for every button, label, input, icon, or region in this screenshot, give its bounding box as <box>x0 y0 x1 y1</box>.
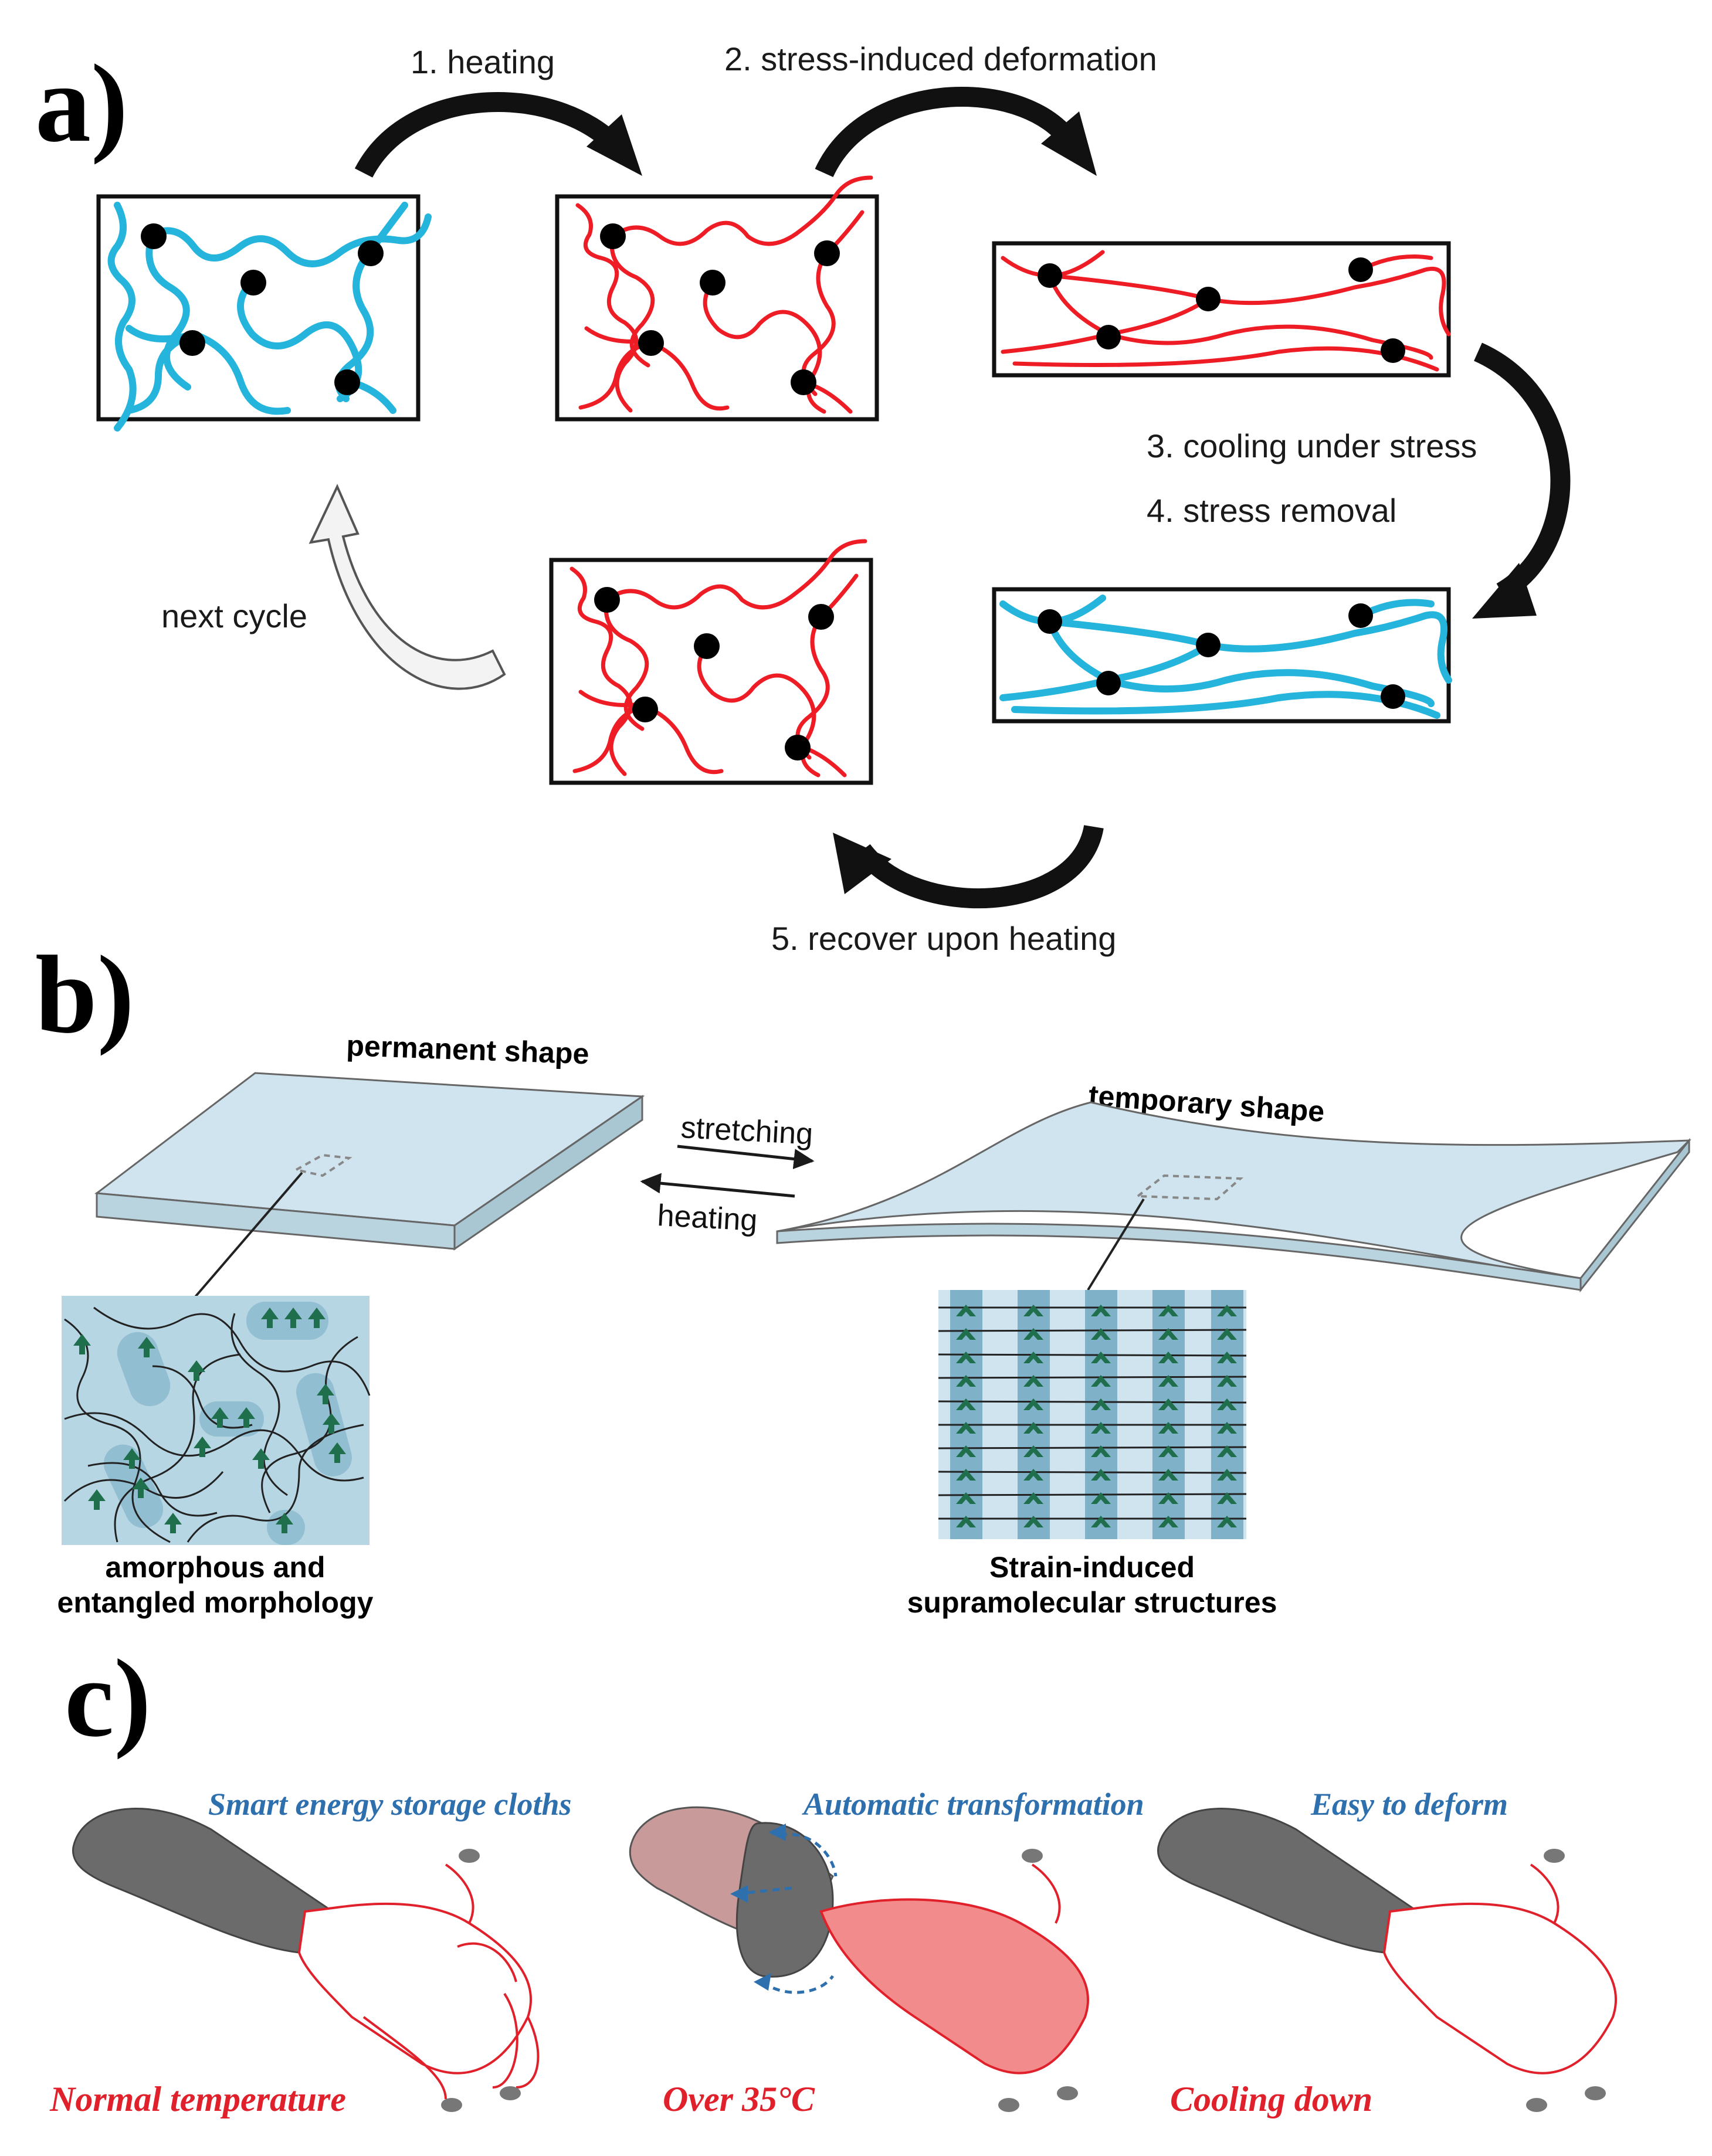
caption-normal-temperature: Normal temperature <box>49 2080 346 2118</box>
arrow-cooling <box>1473 342 1571 601</box>
heating-arrow <box>640 1173 795 1198</box>
network-box-stretched-hot <box>992 241 1451 378</box>
step-removal: 4. stress removal <box>1147 492 1396 529</box>
heating-label-b: heating <box>656 1198 758 1238</box>
panel-b: b) permanent shape temporary shape stret… <box>35 933 1691 1619</box>
panel-b-label: b) <box>35 933 134 1057</box>
amorphous-caption-line2: entangled morphology <box>57 1586 374 1619</box>
arrow-next-cycle <box>309 484 506 690</box>
stretching-label: stretching <box>680 1111 813 1152</box>
caption-automatic-transformation: Automatic transformation <box>802 1787 1144 1822</box>
network-box-hot <box>555 175 879 422</box>
strain-caption-line1: Strain-induced <box>989 1551 1195 1584</box>
arrow-recover-head <box>833 833 891 894</box>
network-box-cold <box>96 194 432 432</box>
panel-c: c) Smart energy storage cloths Automatic… <box>49 1637 1617 2118</box>
arm-transformed <box>629 1806 1089 2112</box>
arrow-recover <box>854 824 1104 909</box>
arrow-cooling-head <box>1472 563 1537 619</box>
step-recover: 5. recover upon heating <box>771 920 1116 957</box>
step-next-cycle: next cycle <box>161 597 307 634</box>
caption-over-35c: Over 35°C <box>663 2080 815 2118</box>
arrow-heating <box>354 92 630 178</box>
network-box-recovered <box>549 539 873 785</box>
amorphous-inset <box>62 1296 371 1545</box>
caption-smart-cloths: Smart energy storage cloths <box>208 1787 572 1822</box>
permanent-sheet <box>94 1072 645 1300</box>
permanent-shape-label: permanent shape <box>346 1029 590 1070</box>
network-box-stretched-cold <box>992 587 1452 724</box>
arrow-deformation-head <box>1041 111 1097 176</box>
arm-cooled <box>1157 1808 1617 2112</box>
caption-cooling-down: Cooling down <box>1170 2080 1372 2118</box>
amorphous-caption-line1: amorphous and <box>105 1551 325 1584</box>
panel-a: a) 1. heating 2. stress-induced deformat… <box>35 40 1571 957</box>
arrow-heating-head <box>587 114 642 176</box>
caption-easy-deform: Easy to deform <box>1310 1787 1508 1822</box>
stretching-arrow <box>677 1145 815 1169</box>
strain-induced-inset <box>938 1290 1247 1539</box>
strain-caption-line2: supramolecular structures <box>907 1586 1277 1619</box>
temporary-sheet <box>776 1101 1691 1293</box>
step-cooling: 3. cooling under stress <box>1147 427 1477 464</box>
step-deformation: 2. stress-induced deformation <box>724 40 1157 77</box>
panel-c-label: c) <box>65 1637 151 1760</box>
arrow-deformation <box>815 87 1082 178</box>
step-heating: 1. heating <box>411 43 555 80</box>
panel-a-label: a) <box>35 42 128 165</box>
arm-normal <box>72 1808 540 2112</box>
